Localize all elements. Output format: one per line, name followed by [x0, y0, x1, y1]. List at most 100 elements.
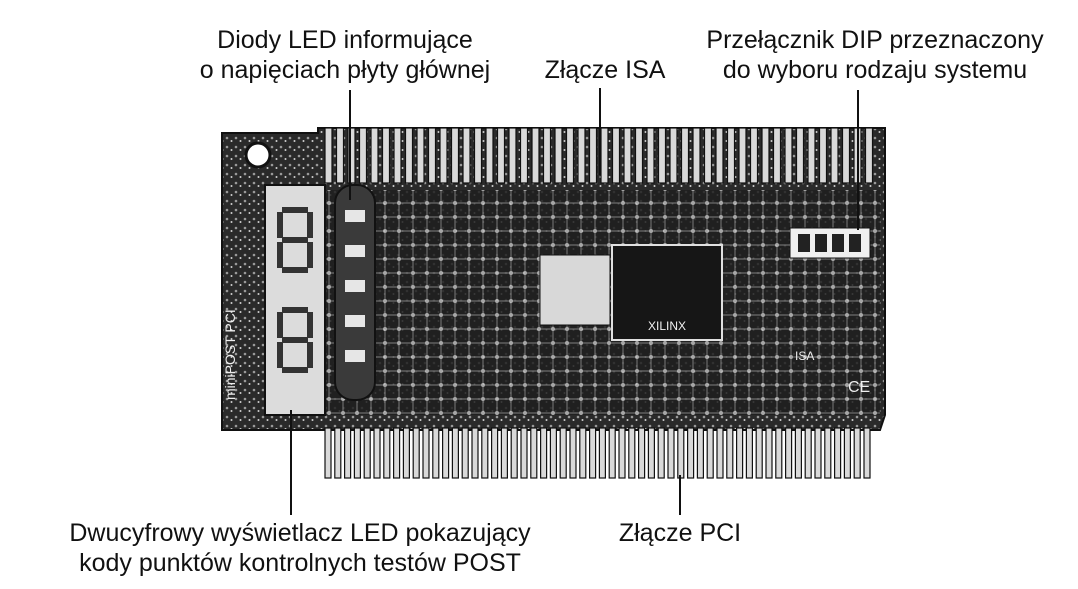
connector-finger	[363, 427, 371, 479]
connector-finger	[749, 127, 759, 184]
connector-finger	[804, 427, 812, 479]
connector-finger	[765, 427, 773, 479]
connector-finger	[623, 127, 632, 184]
connector-finger	[442, 427, 450, 479]
isa-connector-fingers	[324, 127, 874, 184]
connector-finger	[559, 427, 567, 479]
connector-finger	[795, 127, 805, 184]
connector-finger	[432, 427, 440, 479]
connector-finger	[863, 427, 871, 479]
connector-finger	[370, 127, 379, 184]
connector-finger	[393, 127, 402, 184]
connector-finger	[824, 427, 832, 479]
connector-finger	[510, 427, 518, 479]
connector-finger	[738, 127, 747, 184]
connector-finger	[669, 127, 678, 184]
connector-finger	[427, 127, 437, 184]
dip-switch-label: Przełącznik DIP przeznaczony do wyboru r…	[680, 25, 1070, 85]
connector-finger	[471, 427, 479, 479]
isa-silkscreen: ISA	[795, 349, 814, 363]
connector-finger	[324, 127, 333, 184]
connector-finger	[598, 427, 607, 479]
status-led-column	[334, 184, 376, 401]
chip-label: XILINX	[648, 319, 686, 333]
dip-label-line-1: Przełącznik DIP przeznaczony	[706, 26, 1044, 54]
connector-finger	[324, 427, 332, 479]
connector-finger	[715, 127, 724, 184]
connector-finger	[755, 427, 763, 479]
display-label-line-2: kody punktów kontrolnych testów POST	[79, 549, 521, 577]
connector-finger	[726, 127, 736, 184]
connector-finger	[686, 427, 695, 479]
connector-finger	[381, 127, 391, 184]
connector-finger	[347, 127, 356, 184]
connector-finger	[496, 127, 506, 184]
connector-finger	[335, 127, 345, 184]
connector-finger	[761, 127, 770, 184]
connector-finger	[611, 127, 621, 184]
dip-label-line-2: do wyboru rodzaju systemu	[722, 56, 1028, 84]
connector-finger	[784, 427, 793, 479]
connector-finger	[439, 127, 448, 184]
connector-finger	[818, 127, 828, 184]
connector-finger	[549, 427, 558, 479]
connector-finger	[667, 427, 675, 479]
connector-finger	[784, 127, 793, 184]
connector-finger	[416, 127, 425, 184]
board-model-text: miniPOST PCI	[222, 309, 238, 400]
connector-finger	[830, 127, 839, 184]
connector-finger	[588, 427, 597, 479]
connector-finger	[677, 427, 685, 479]
connector-finger	[334, 427, 342, 479]
connector-finger	[373, 427, 381, 479]
mounting-hole	[244, 141, 272, 169]
connector-finger	[618, 427, 626, 479]
connector-finger	[481, 427, 489, 479]
leader-lines	[290, 88, 859, 515]
connector-finger	[628, 427, 636, 479]
connector-finger	[451, 427, 459, 479]
connector-finger	[588, 127, 598, 184]
connector-finger	[554, 127, 563, 184]
led-indicators-label: Diody LED informujące o napięciach płyty…	[160, 25, 530, 85]
connector-finger	[680, 127, 690, 184]
connector-finger	[383, 427, 391, 479]
two-digit-led-display	[264, 184, 326, 416]
xilinx-chip: XILINX	[539, 244, 723, 341]
connector-finger	[569, 427, 577, 479]
connector-finger	[500, 427, 508, 479]
connector-finger	[843, 427, 852, 479]
connector-finger	[864, 127, 874, 184]
connector-finger	[539, 427, 548, 479]
connector-finger	[402, 427, 410, 479]
connector-finger	[657, 427, 665, 479]
pci-connector-label: Złącze PCI	[618, 519, 742, 547]
connector-finger	[600, 127, 609, 184]
connector-finger	[716, 427, 724, 479]
connector-finger	[485, 127, 494, 184]
connector-finger	[833, 427, 842, 479]
isa-connector-label: Złącze ISA	[544, 56, 666, 84]
connector-finger	[404, 127, 414, 184]
connector-finger	[634, 127, 644, 184]
connector-finger	[491, 427, 499, 479]
led-label-line-1: Diody LED informujące	[217, 26, 473, 54]
connector-finger	[450, 127, 460, 184]
connector-finger	[772, 127, 782, 184]
display-label: Dwucyfrowy wyświetlacz LED pokazujący ko…	[20, 518, 580, 578]
connector-finger	[637, 427, 646, 479]
connector-finger	[508, 127, 517, 184]
connector-finger	[353, 427, 361, 479]
ce-mark: CE	[848, 379, 870, 396]
connector-finger	[422, 427, 430, 479]
connector-finger	[775, 427, 783, 479]
connector-finger	[706, 427, 714, 479]
connector-finger	[344, 427, 352, 479]
dip-switch	[789, 227, 871, 259]
connector-finger	[657, 127, 667, 184]
connector-finger	[358, 127, 368, 184]
connector-finger	[531, 127, 540, 184]
connector-finger	[542, 127, 552, 184]
connector-finger	[462, 127, 471, 184]
connector-finger	[726, 427, 734, 479]
